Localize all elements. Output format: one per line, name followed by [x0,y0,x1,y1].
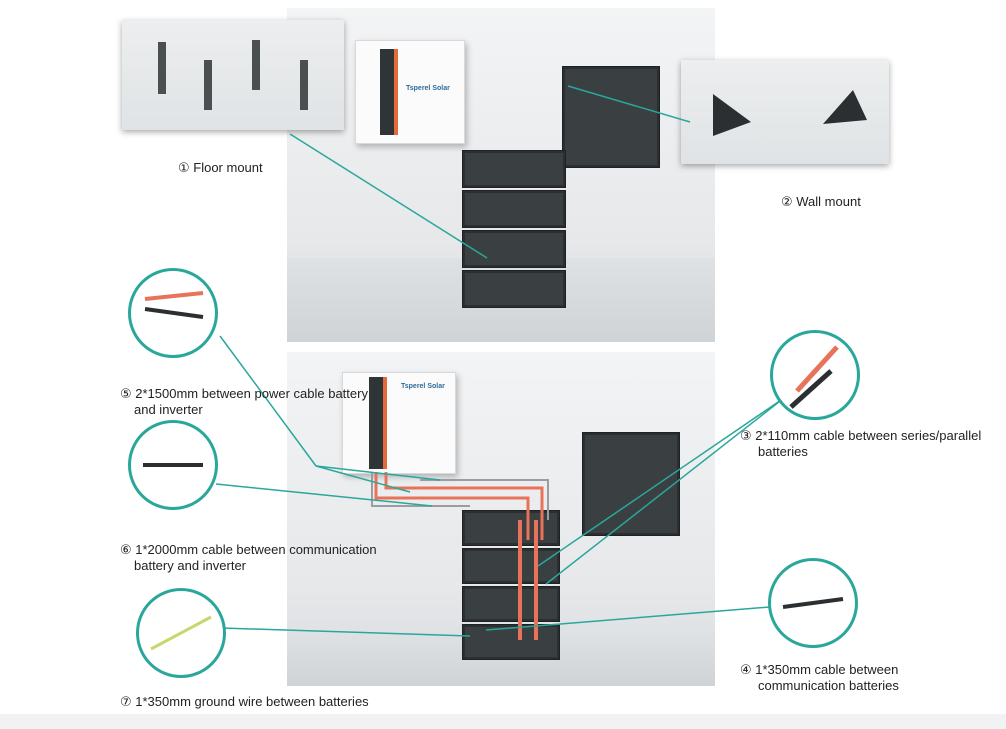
wall-mount-image [681,60,889,164]
bottom-inverter: Tsperel Solar [342,372,456,474]
top-inverter-brand: Tsperel Solar [406,85,450,92]
top-battery-stack [462,150,566,308]
cable-7-label: ⑦ 1*350mm ground wire between batteries [120,694,369,709]
cable-4-callout [768,558,858,648]
bottom-bar [0,714,1006,729]
bottom-inverter-brand: Tsperel Solar [401,383,445,390]
cable-3-callout [770,330,860,420]
cable-3-label: ③ 2*110mm cable between series/parallel … [740,428,982,459]
cable-6-label: ⑥ 1*2000mm cable between communication b… [120,542,377,573]
wall-mount-label: ② Wall mount [781,194,861,209]
top-inverter: Tsperel Solar [355,40,465,144]
floor-mount-image [122,20,344,130]
bottom-battery-stack [462,510,562,660]
floor-mount-label: ① Floor mount [178,160,263,175]
bottom-wall-battery [582,432,680,536]
cable-7-callout [136,588,226,678]
cable-5-callout [128,268,218,358]
cable-4-label: ④ 1*350mm cable between communication ba… [740,662,899,693]
cable-5-label: ⑤ 2*1500mm between power cable battery a… [120,386,368,417]
top-wall-battery [562,66,660,168]
cable-6-callout [128,420,218,510]
